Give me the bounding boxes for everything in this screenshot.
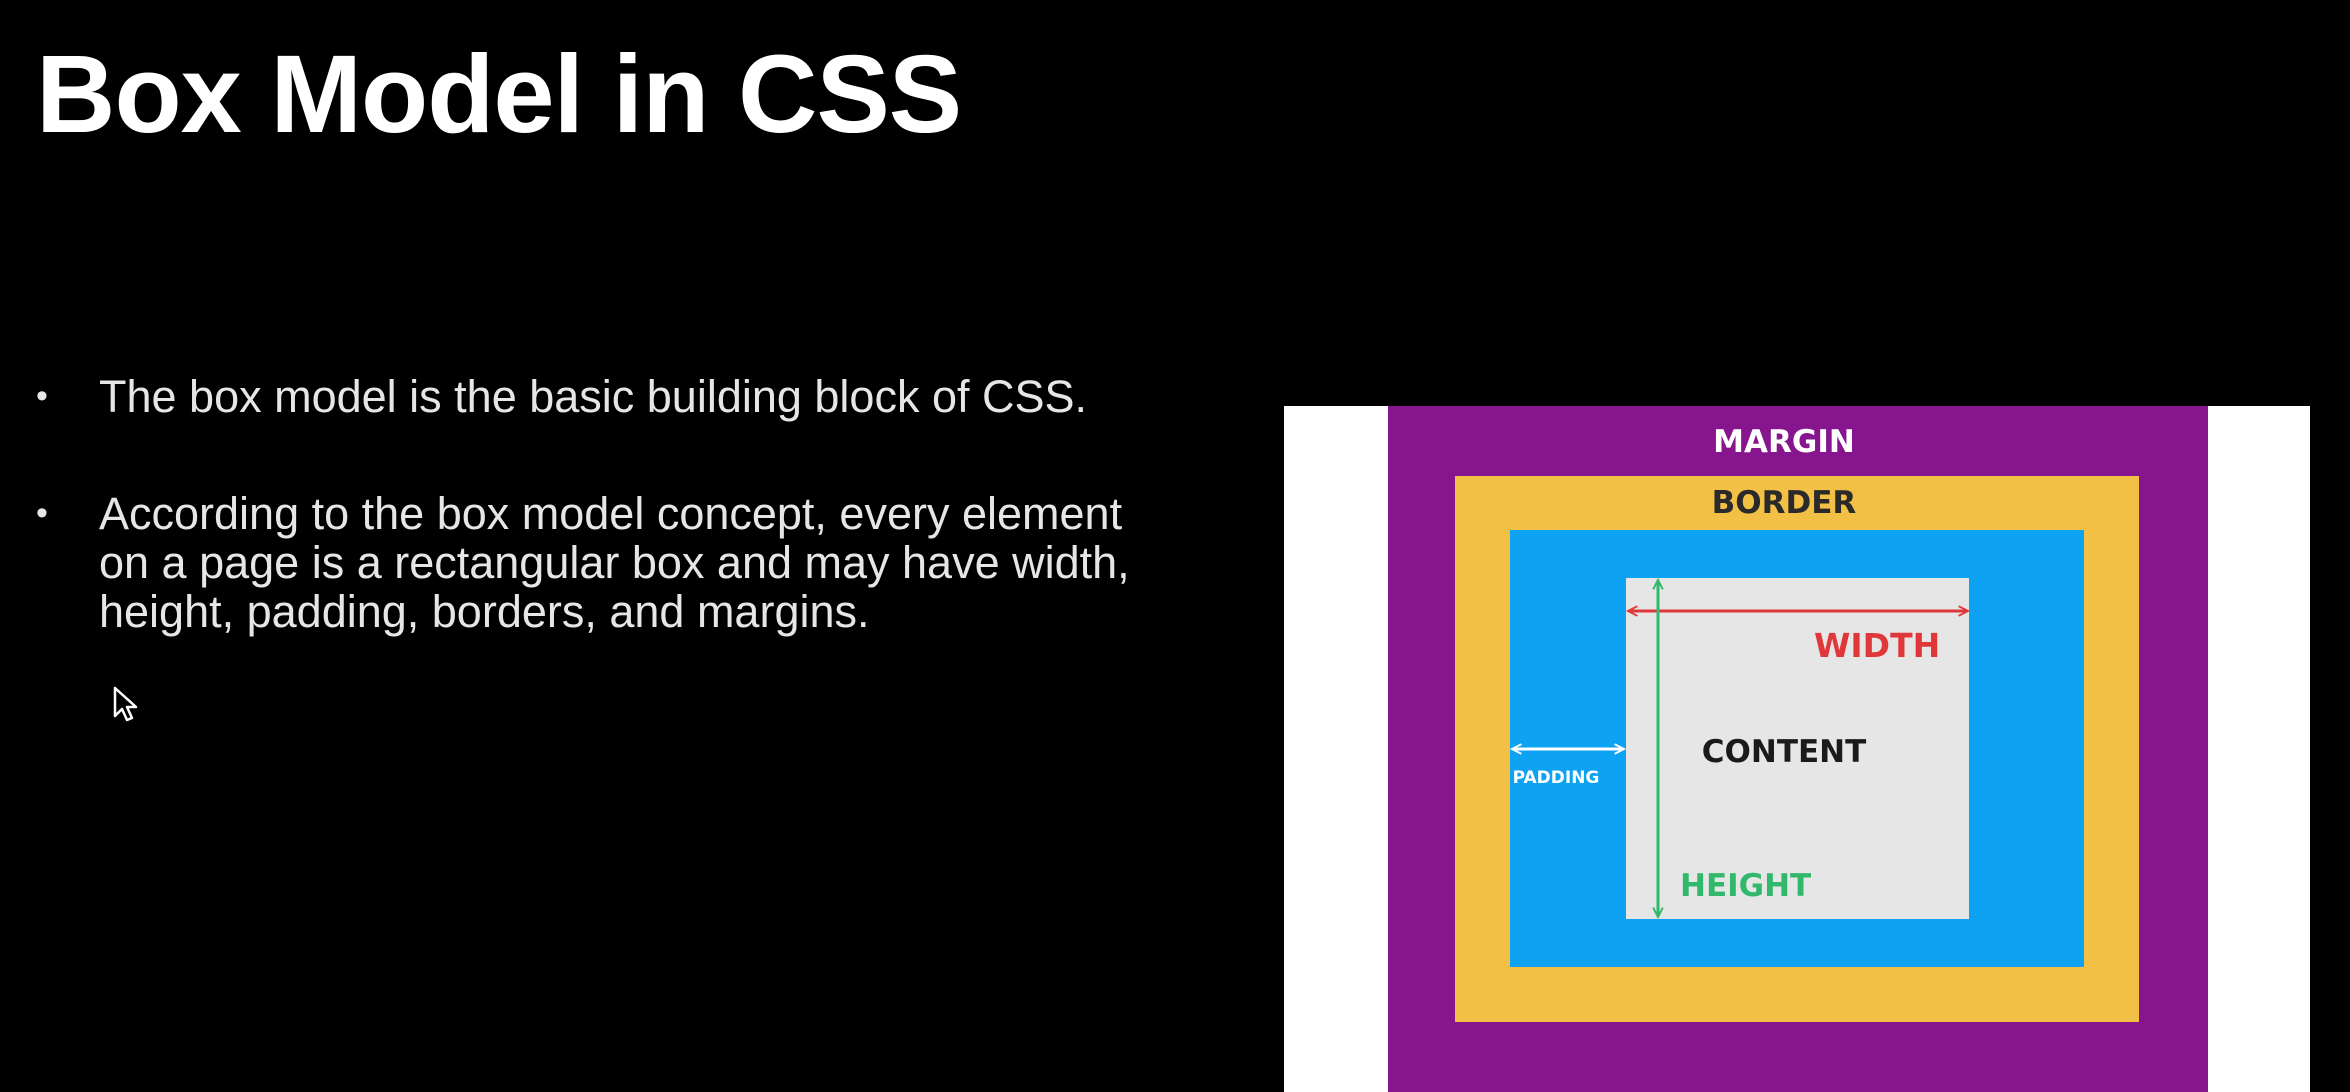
slide-title: Box Model in CSS [36, 33, 962, 156]
box-model-graphic [1388, 406, 2208, 1092]
bullet-text: According to the box model concept, ever… [99, 488, 1130, 637]
content-area [1626, 578, 1969, 919]
width-label: WIDTH [1814, 626, 1941, 665]
box-model-diagram: MARGIN BORDER WIDTH CONTENT HEIGHT PADDI… [1284, 406, 2310, 1092]
mouse-pointer-icon [113, 686, 138, 722]
padding-label: PADDING [1512, 768, 1600, 788]
bullet-marker: • [36, 494, 48, 532]
bullet-item-2: • According to the box model concept, ev… [36, 489, 1166, 636]
content-label: CONTENT [1701, 734, 1867, 770]
margin-label: MARGIN [1713, 424, 1855, 460]
bullet-marker: • [36, 377, 48, 415]
bullet-item-1: • The box model is the basic building bl… [36, 372, 1166, 421]
bullet-text: The box model is the basic building bloc… [99, 371, 1088, 422]
border-label: BORDER [1711, 485, 1857, 521]
height-label: HEIGHT [1680, 868, 1812, 904]
bullet-list: • The box model is the basic building bl… [36, 372, 1166, 704]
